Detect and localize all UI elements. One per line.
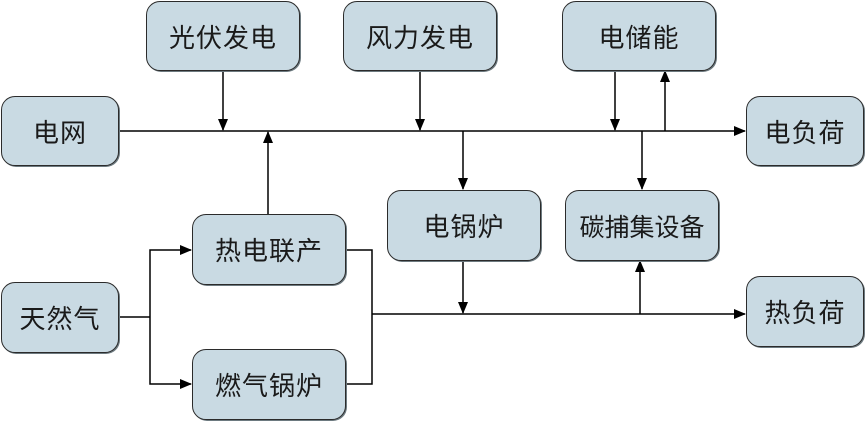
node-heat-load: 热负荷: [746, 276, 864, 347]
node-wind: 风力发电: [343, 1, 497, 71]
node-electric-load: 电负荷: [746, 96, 864, 166]
node-label: 电储能: [598, 23, 680, 54]
node-chp: 热电联产: [192, 214, 346, 285]
node-electric-boiler: 电锅炉: [387, 190, 541, 261]
node-label: 电锅炉: [423, 213, 505, 243]
gas-to-gasboiler-arrow: [149, 317, 192, 389]
node-label: 燃气锅炉: [214, 372, 323, 402]
node-label: 热负荷: [764, 299, 846, 329]
node-label: 碳捕集设备: [579, 212, 705, 242]
node-grid: 电网: [1, 96, 119, 166]
node-natural-gas: 天然气: [1, 282, 119, 353]
node-label: 电负荷: [764, 118, 846, 149]
gas-to-chp-arrow: [149, 245, 192, 317]
node-gas-boiler: 燃气锅炉: [192, 349, 346, 420]
node-label: 电网: [32, 118, 87, 149]
node-label: 风力发电: [365, 23, 474, 54]
node-carbon-capture: 碳捕集设备: [565, 190, 719, 261]
node-storage: 电储能: [562, 1, 716, 71]
chp-heat-line: [346, 249, 373, 385]
node-label: 天然气: [19, 305, 101, 335]
node-pv: 光伏发电: [146, 1, 300, 71]
node-label: 光伏发电: [168, 23, 277, 54]
node-label: 热电联产: [214, 237, 323, 267]
